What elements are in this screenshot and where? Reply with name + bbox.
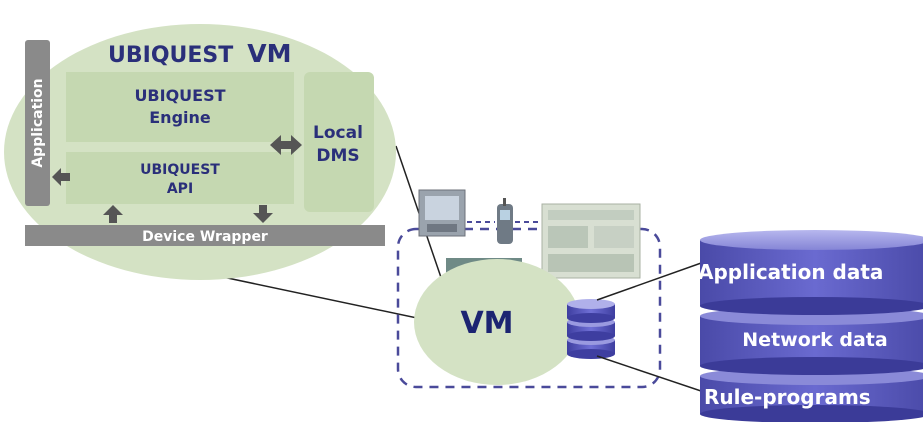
device-phone-image [497, 198, 513, 244]
api-box [66, 152, 294, 204]
db-label-rule-programs: Rule-programs [704, 385, 871, 409]
connector-disk-to-db-bottom [596, 355, 705, 393]
engine-dms-double-arrow-icon [270, 135, 302, 155]
connector-panel-to-vm [217, 275, 437, 323]
device-wrapper-label: Device Wrapper [142, 229, 268, 245]
down-arrow-icon [253, 205, 273, 223]
local-dms-box [304, 72, 374, 212]
application-bar [25, 40, 50, 206]
engine-box [66, 72, 294, 142]
device-wrapper-bar [25, 225, 385, 246]
api-to-application-arrow-icon [52, 168, 70, 186]
database-stack [700, 230, 923, 422]
device-group-dashed-box [396, 227, 662, 389]
up-arrow-icon [103, 205, 123, 223]
db-label-network-data: Network data [742, 329, 887, 351]
engine-label-line2: Engine [149, 108, 211, 127]
application-label: Application [30, 78, 46, 167]
device-pda-image [418, 189, 466, 237]
engine-label-line1: UBIQUEST [134, 86, 225, 105]
db-label-application-data: Application data [698, 260, 883, 284]
connector-disk-to-db-top [596, 261, 705, 301]
disk-stack-icon [567, 299, 615, 359]
dms-label-line1: Local [313, 123, 363, 143]
db-layer-application-data [700, 240, 923, 306]
device-panel-image [541, 203, 641, 279]
api-label-line1: UBIQUEST [140, 162, 220, 178]
vm-node-label: VM [460, 306, 513, 341]
api-label-line2: API [167, 181, 193, 197]
dms-label-line2: DMS [316, 146, 359, 166]
vm-node [414, 259, 580, 385]
